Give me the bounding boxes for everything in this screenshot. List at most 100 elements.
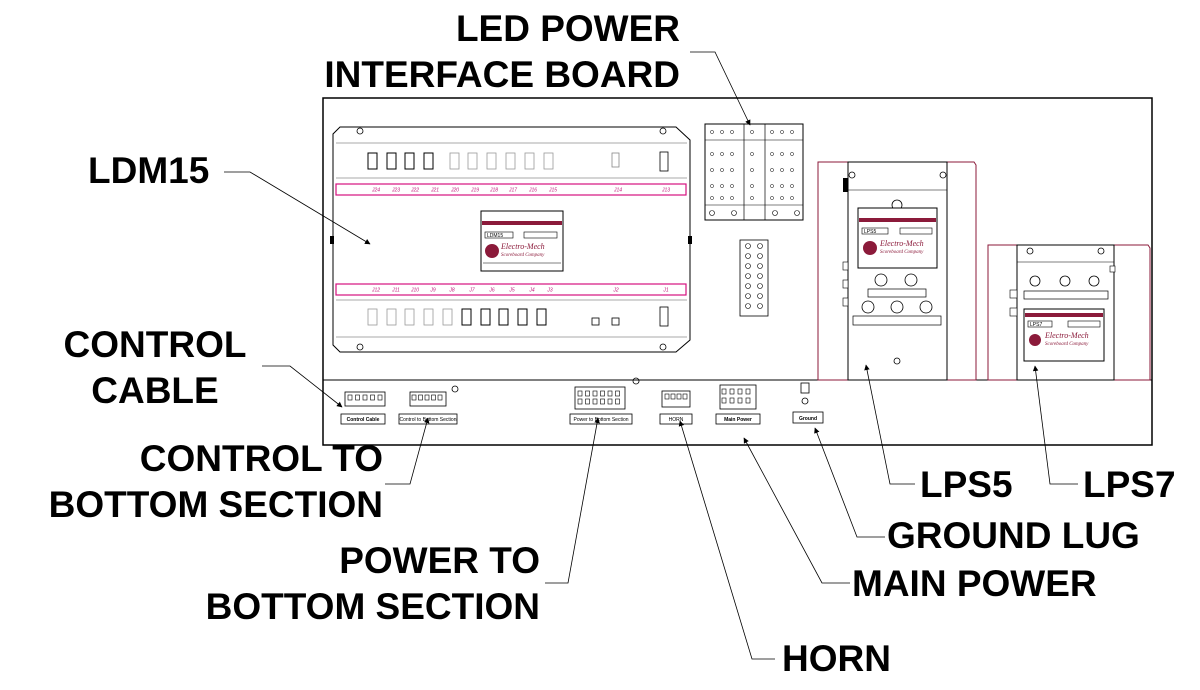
callout-led-power-interface-board: LED POWER INTERFACE BOARD — [250, 6, 680, 98]
terminal-screw — [757, 243, 763, 249]
led-board-pin — [790, 152, 794, 156]
ldm15-bottom-label: J10 — [410, 288, 419, 294]
ldm15-bottom-label: J8 — [448, 288, 455, 294]
led-board-pin — [750, 196, 754, 200]
callout-ctb-line1: CONTROL TO — [139, 438, 383, 479]
connector-pin — [585, 390, 590, 397]
lps7-power-supply: LPS7 Electro-Mech Scoreboard Company — [987, 244, 1151, 381]
lps7-brand-sub: Scoreboard Company — [1045, 342, 1089, 347]
led-board-mount-hole — [794, 210, 800, 216]
ldm15-top-label: J23 — [391, 188, 400, 194]
callout-ptb-line1: POWER TO — [339, 540, 540, 581]
terminal-screw — [745, 253, 751, 259]
led-board-mount-hole — [772, 210, 778, 216]
terminal-screw — [757, 273, 763, 279]
connector-pin — [362, 394, 368, 401]
connector-pin — [670, 393, 676, 400]
led-board-pin — [710, 196, 714, 200]
leader-lines — [224, 51, 1078, 660]
led-board-pin — [790, 130, 794, 134]
connector-pin — [347, 394, 353, 401]
led-board-pin — [720, 168, 724, 172]
connector-pin — [721, 388, 727, 395]
connector-pin — [437, 394, 443, 401]
led-board-pin — [750, 130, 754, 134]
connector-pin — [676, 393, 682, 400]
led-board-pin — [790, 168, 794, 172]
led-board-pin — [770, 130, 774, 134]
ldm15-top-label: J16 — [528, 188, 537, 194]
ldm15-bottom-label: J3 — [546, 288, 553, 294]
terminal-screw — [757, 293, 763, 299]
ldm15-top-label: J14 — [613, 188, 622, 194]
led-board-pin — [790, 184, 794, 188]
connector-pin — [729, 397, 735, 404]
callout-lps7: LPS7 — [1083, 464, 1176, 505]
main-power-connector: Main Power — [715, 384, 761, 425]
ldm15-bottom-label: J1 — [662, 288, 669, 294]
connector-pin — [745, 397, 751, 404]
lps7-brand-text: Electro-Mech — [1044, 331, 1089, 340]
ldm15-model-text: LDM15 — [487, 233, 503, 239]
callout-ldm15: LDM15 — [88, 150, 210, 191]
ldm15-connector — [486, 152, 497, 170]
horn-connector: HORN — [659, 390, 693, 425]
led-board-pin — [710, 168, 714, 172]
terminal-screw — [757, 283, 763, 289]
ground-lug: Ground — [792, 382, 824, 424]
ldm15-top-label: J13 — [661, 188, 670, 194]
terminal-screw — [745, 303, 751, 309]
connector-pin — [577, 390, 583, 397]
ldm15-connector — [461, 308, 472, 326]
callout-lps5: LPS5 — [920, 464, 1013, 505]
connector-pin — [600, 398, 605, 405]
ldm15-connector — [404, 152, 415, 170]
control-to-bottom-plate: Control to Bottom Section — [400, 417, 457, 423]
connector-pin — [377, 394, 383, 401]
ldm15-connector — [659, 306, 669, 327]
connector-pin — [737, 397, 743, 404]
callout-horn: HORN — [782, 638, 891, 679]
ldm15-brand-sub: Scoreboard Company — [501, 253, 545, 258]
callout-led-line2: INTERFACE BOARD — [324, 54, 680, 95]
ldm15-connector — [591, 317, 600, 326]
ldm15-bottom-label: J6 — [488, 288, 495, 294]
ldm15-nameplate: LDM15 Electro-Mech Scoreboard Company — [480, 210, 564, 272]
callout-ptb-line2: BOTTOM SECTION — [205, 586, 540, 627]
ldm15-top-label: J15 — [548, 188, 557, 194]
ldm15-bottom-label: J7 — [468, 288, 475, 294]
terminal-screw — [757, 253, 763, 259]
led-board-pin — [770, 152, 774, 156]
connector-pin — [431, 394, 436, 401]
ldm15-connector — [386, 152, 397, 170]
ldm15-bottom-label: J11 — [391, 288, 400, 294]
led-board-pin — [750, 168, 754, 172]
ldm15-bottom-header-strip — [335, 283, 687, 296]
lps5-model-text: LPS5 — [864, 229, 876, 235]
led-board-pin — [730, 130, 734, 134]
connector-pin — [615, 398, 620, 405]
callout-control-cable-line2: CABLE — [91, 370, 219, 411]
control-cable-connector: Control Cable — [340, 391, 386, 425]
ldm15-connector — [423, 308, 434, 326]
ldm15-connector — [498, 308, 509, 326]
callout-main-power: MAIN POWER — [852, 563, 1097, 604]
ldm15-top-label: J21 — [430, 188, 439, 194]
led-board-pin — [730, 184, 734, 188]
callout-power-to-bottom-section: POWER TO BOTTOM SECTION — [160, 538, 540, 630]
connector-pin — [355, 394, 360, 401]
ldm15-connector — [442, 308, 453, 326]
ldm15-connector — [517, 308, 528, 326]
terminal-screw — [745, 293, 751, 299]
connector-pin — [607, 398, 613, 405]
connector-pin — [615, 390, 620, 397]
connector-pin — [424, 394, 430, 401]
lps7-model-text: LPS7 — [1030, 322, 1042, 328]
callout-ctb-line2: BOTTOM SECTION — [48, 484, 383, 525]
ldm15-connector — [659, 151, 669, 172]
led-board-pin — [770, 168, 774, 172]
connector-pin — [600, 390, 605, 397]
ldm15-top-label: J20 — [450, 188, 459, 194]
terminal-screw — [745, 243, 751, 249]
ldm15-connector — [536, 308, 547, 326]
